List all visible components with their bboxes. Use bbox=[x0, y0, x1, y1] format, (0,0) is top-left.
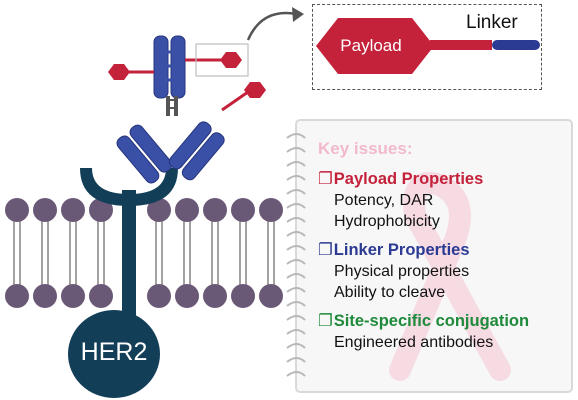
site-specific-conjugation-title: ❐Site-specific conjugation bbox=[318, 312, 530, 330]
payload-label: Payload bbox=[340, 36, 402, 55]
key-issues-title: Key issues: bbox=[318, 139, 413, 158]
checkbox-icon: ❐ bbox=[318, 312, 333, 330]
key-issues-notes: Key issues: ❐Payload Properties Potency,… bbox=[318, 138, 568, 361]
list-item: Hydrophobicity bbox=[334, 213, 440, 230]
awareness-ribbon-watermark bbox=[389, 172, 511, 381]
list-item: Physical properties bbox=[334, 263, 470, 280]
linker-properties-title: ❐Linker Properties bbox=[318, 241, 470, 259]
site-specific-conjugation-section: ❐Site-specific conjugation Engineered an… bbox=[318, 311, 568, 353]
linker-properties-section: ❐Linker Properties Physical properties A… bbox=[318, 240, 568, 303]
checkbox-icon: ❐ bbox=[318, 241, 333, 259]
list-item: Ability to cleave bbox=[334, 284, 446, 301]
notepad-rings bbox=[286, 133, 306, 377]
antibody bbox=[116, 35, 225, 184]
list-item: Engineered antibodies bbox=[334, 334, 494, 351]
zoom-arrow bbox=[246, 7, 304, 41]
payload-linker-graphic bbox=[316, 18, 540, 74]
payload-properties-title: ❐Payload Properties bbox=[318, 170, 484, 188]
zoom-highlight-box bbox=[195, 43, 249, 77]
list-item: Potency, DAR bbox=[334, 192, 434, 209]
payload-linker-callout bbox=[312, 4, 542, 90]
linker-blue-segment bbox=[492, 40, 540, 50]
payload-properties-section: ❐Payload Properties Potency, DAR Hydroph… bbox=[318, 169, 568, 232]
cell-membrane bbox=[5, 198, 283, 308]
checkbox-icon: ❐ bbox=[318, 170, 333, 188]
payload-hexagon bbox=[316, 18, 434, 74]
linker-label: Linker bbox=[466, 12, 518, 33]
antibody-payloads bbox=[108, 52, 266, 112]
her2-label: HER2 bbox=[80, 338, 148, 366]
linker-red-segment bbox=[430, 40, 492, 50]
notepad bbox=[286, 119, 573, 393]
her2-receptor bbox=[68, 168, 178, 398]
